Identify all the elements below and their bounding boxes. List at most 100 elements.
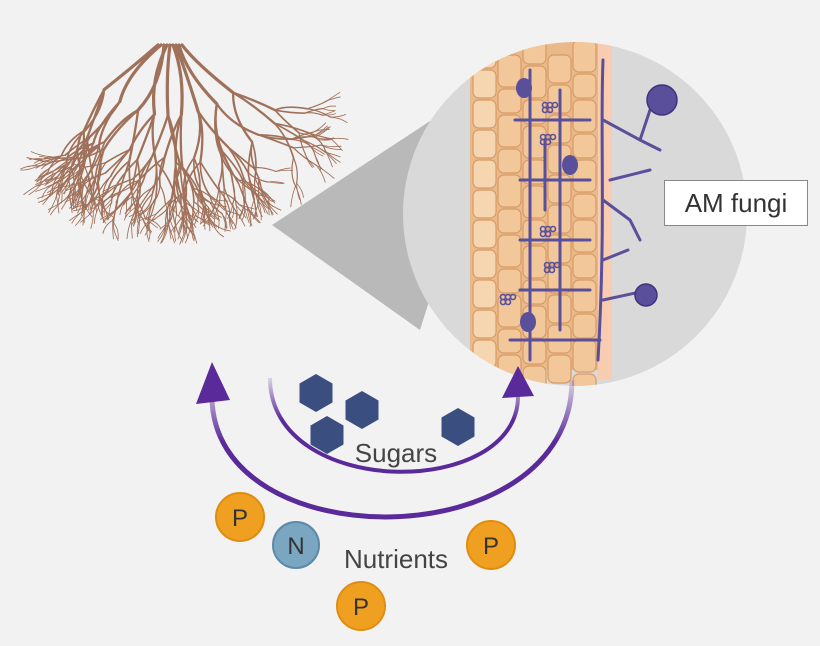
vesicle — [562, 155, 578, 175]
plant-cell — [522, 42, 547, 65]
root-branch — [330, 116, 348, 124]
root-branch — [211, 221, 225, 238]
nutrient-badge-p2: P — [466, 520, 516, 570]
nutrients-arrow — [209, 379, 575, 520]
root-branch — [221, 213, 227, 229]
nutrients-label: Nutrients — [344, 544, 448, 574]
root-branch — [39, 170, 49, 184]
root-branch — [69, 193, 80, 209]
root-branch — [259, 198, 269, 215]
plant-cell — [572, 99, 597, 133]
root-branch — [70, 162, 87, 168]
root-branch — [85, 172, 107, 184]
root-branch — [100, 188, 113, 198]
plant-cell — [572, 253, 597, 279]
root-branch — [215, 102, 260, 136]
root-branch — [322, 105, 337, 110]
root-branch — [128, 108, 140, 162]
root-branch — [247, 141, 254, 177]
root-branch — [110, 148, 131, 177]
vesicle — [516, 78, 532, 98]
root-branch — [119, 200, 127, 216]
root-branch — [20, 165, 40, 171]
root-branch — [65, 181, 83, 192]
root-branch — [113, 222, 119, 240]
root-branch — [64, 176, 82, 201]
root-branch — [305, 154, 313, 168]
root-branch — [139, 213, 157, 221]
plant-cell — [472, 309, 497, 339]
root-system — [20, 43, 349, 245]
root-branch — [71, 198, 84, 210]
plant-cell — [472, 189, 497, 219]
root-branch — [142, 218, 153, 233]
root-branch — [315, 164, 335, 179]
plant-cell — [497, 234, 522, 268]
root-branch — [247, 207, 253, 227]
root-branch — [73, 166, 87, 175]
root-branch — [27, 160, 45, 168]
root-branch — [141, 155, 154, 183]
root-branch — [87, 174, 93, 197]
root-branch — [90, 210, 94, 229]
root-branch — [184, 202, 188, 228]
arbuscule — [509, 293, 517, 301]
root-branch — [166, 113, 182, 166]
root-branch — [190, 201, 195, 227]
spore — [634, 283, 658, 307]
root-branch — [165, 43, 172, 117]
plant-cell — [572, 313, 597, 339]
root-branch — [69, 208, 87, 221]
root-branch — [171, 165, 184, 199]
root-branch — [97, 144, 102, 183]
root-branch — [95, 162, 106, 179]
root-branch — [218, 190, 240, 206]
root-branch — [178, 204, 185, 217]
svg-text:P: P — [483, 533, 499, 560]
root-branch — [315, 164, 326, 183]
root-branch — [232, 91, 276, 125]
root-branch — [114, 179, 140, 195]
root-branch — [75, 182, 87, 196]
root-branch — [85, 184, 99, 210]
root-branch — [45, 176, 63, 182]
sugar-hexagon-icon — [441, 408, 475, 446]
plant-cell — [547, 54, 572, 84]
root-branch — [202, 207, 207, 222]
spore — [646, 84, 678, 116]
root-branch — [159, 184, 166, 204]
root-branch — [60, 185, 63, 204]
root-branch — [89, 100, 121, 138]
root-branch — [144, 217, 162, 229]
root-branch — [106, 208, 118, 221]
root-branch — [171, 43, 184, 117]
root-branch — [35, 184, 53, 192]
root-branch — [133, 209, 138, 227]
root-branch — [237, 182, 249, 209]
hypha — [601, 248, 630, 262]
root-branch — [243, 204, 250, 224]
root-branch — [116, 158, 139, 185]
root-branch — [303, 112, 324, 116]
root-branch — [295, 185, 302, 205]
root-branch — [212, 199, 225, 211]
root-branch — [68, 174, 78, 197]
root-branch — [224, 212, 227, 232]
plant-cell — [572, 279, 597, 313]
root-branch — [124, 200, 128, 218]
root-branch — [52, 158, 75, 163]
root-branch — [181, 165, 195, 203]
root-branch — [60, 130, 85, 157]
root-branch — [225, 210, 242, 216]
root-branch — [150, 184, 161, 206]
root-branch — [102, 219, 114, 234]
plant-cell — [572, 159, 597, 193]
root-branch — [142, 193, 153, 213]
root-branch — [53, 174, 78, 190]
plant-cell — [472, 99, 497, 129]
root-cross-section — [470, 42, 678, 386]
root-branch — [70, 189, 74, 208]
root-branch — [62, 182, 75, 195]
plant-cell — [572, 133, 597, 159]
root-branch — [92, 177, 97, 191]
